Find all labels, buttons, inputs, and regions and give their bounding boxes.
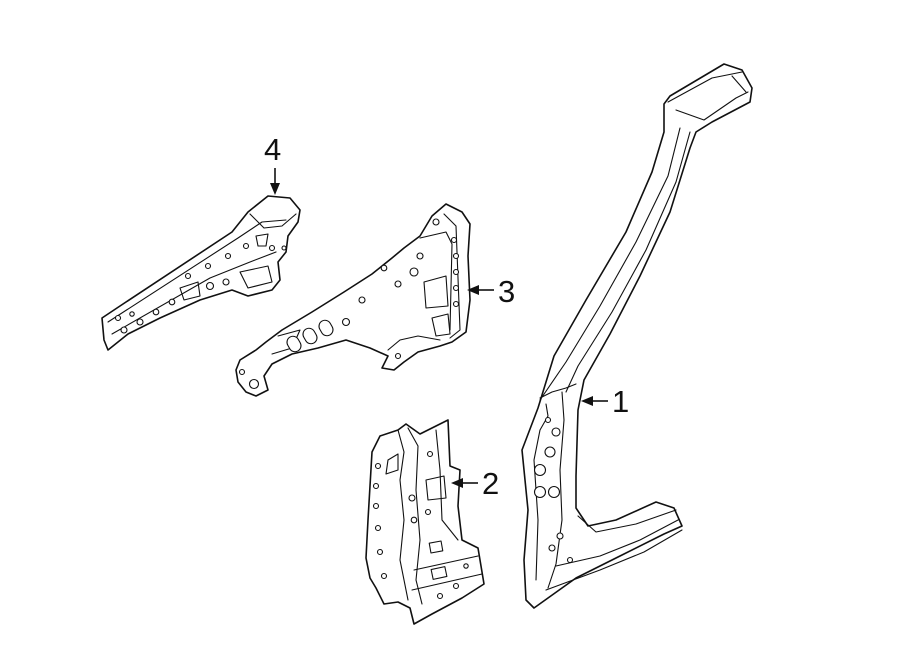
callout-4: 4	[264, 132, 281, 195]
part-4-upper-rail	[101, 195, 301, 351]
callout-3: 3	[467, 274, 515, 309]
callout-1: 1	[581, 384, 629, 419]
part-3-cowl-side-panel	[235, 203, 471, 397]
arrow-left-icon	[451, 478, 463, 488]
callout-label-4: 4	[264, 132, 281, 167]
arrow-down-icon	[270, 183, 280, 195]
arrow-left-icon	[581, 396, 593, 406]
callout-2: 2	[451, 466, 499, 501]
callout-label-1: 1	[612, 384, 629, 419]
arrow-left-icon	[467, 285, 479, 295]
callout-label-3: 3	[498, 274, 515, 309]
callout-label-2: 2	[482, 466, 499, 501]
part-1-body-side-outer	[521, 63, 753, 609]
part-2-pillar-inner-lower	[365, 419, 485, 625]
